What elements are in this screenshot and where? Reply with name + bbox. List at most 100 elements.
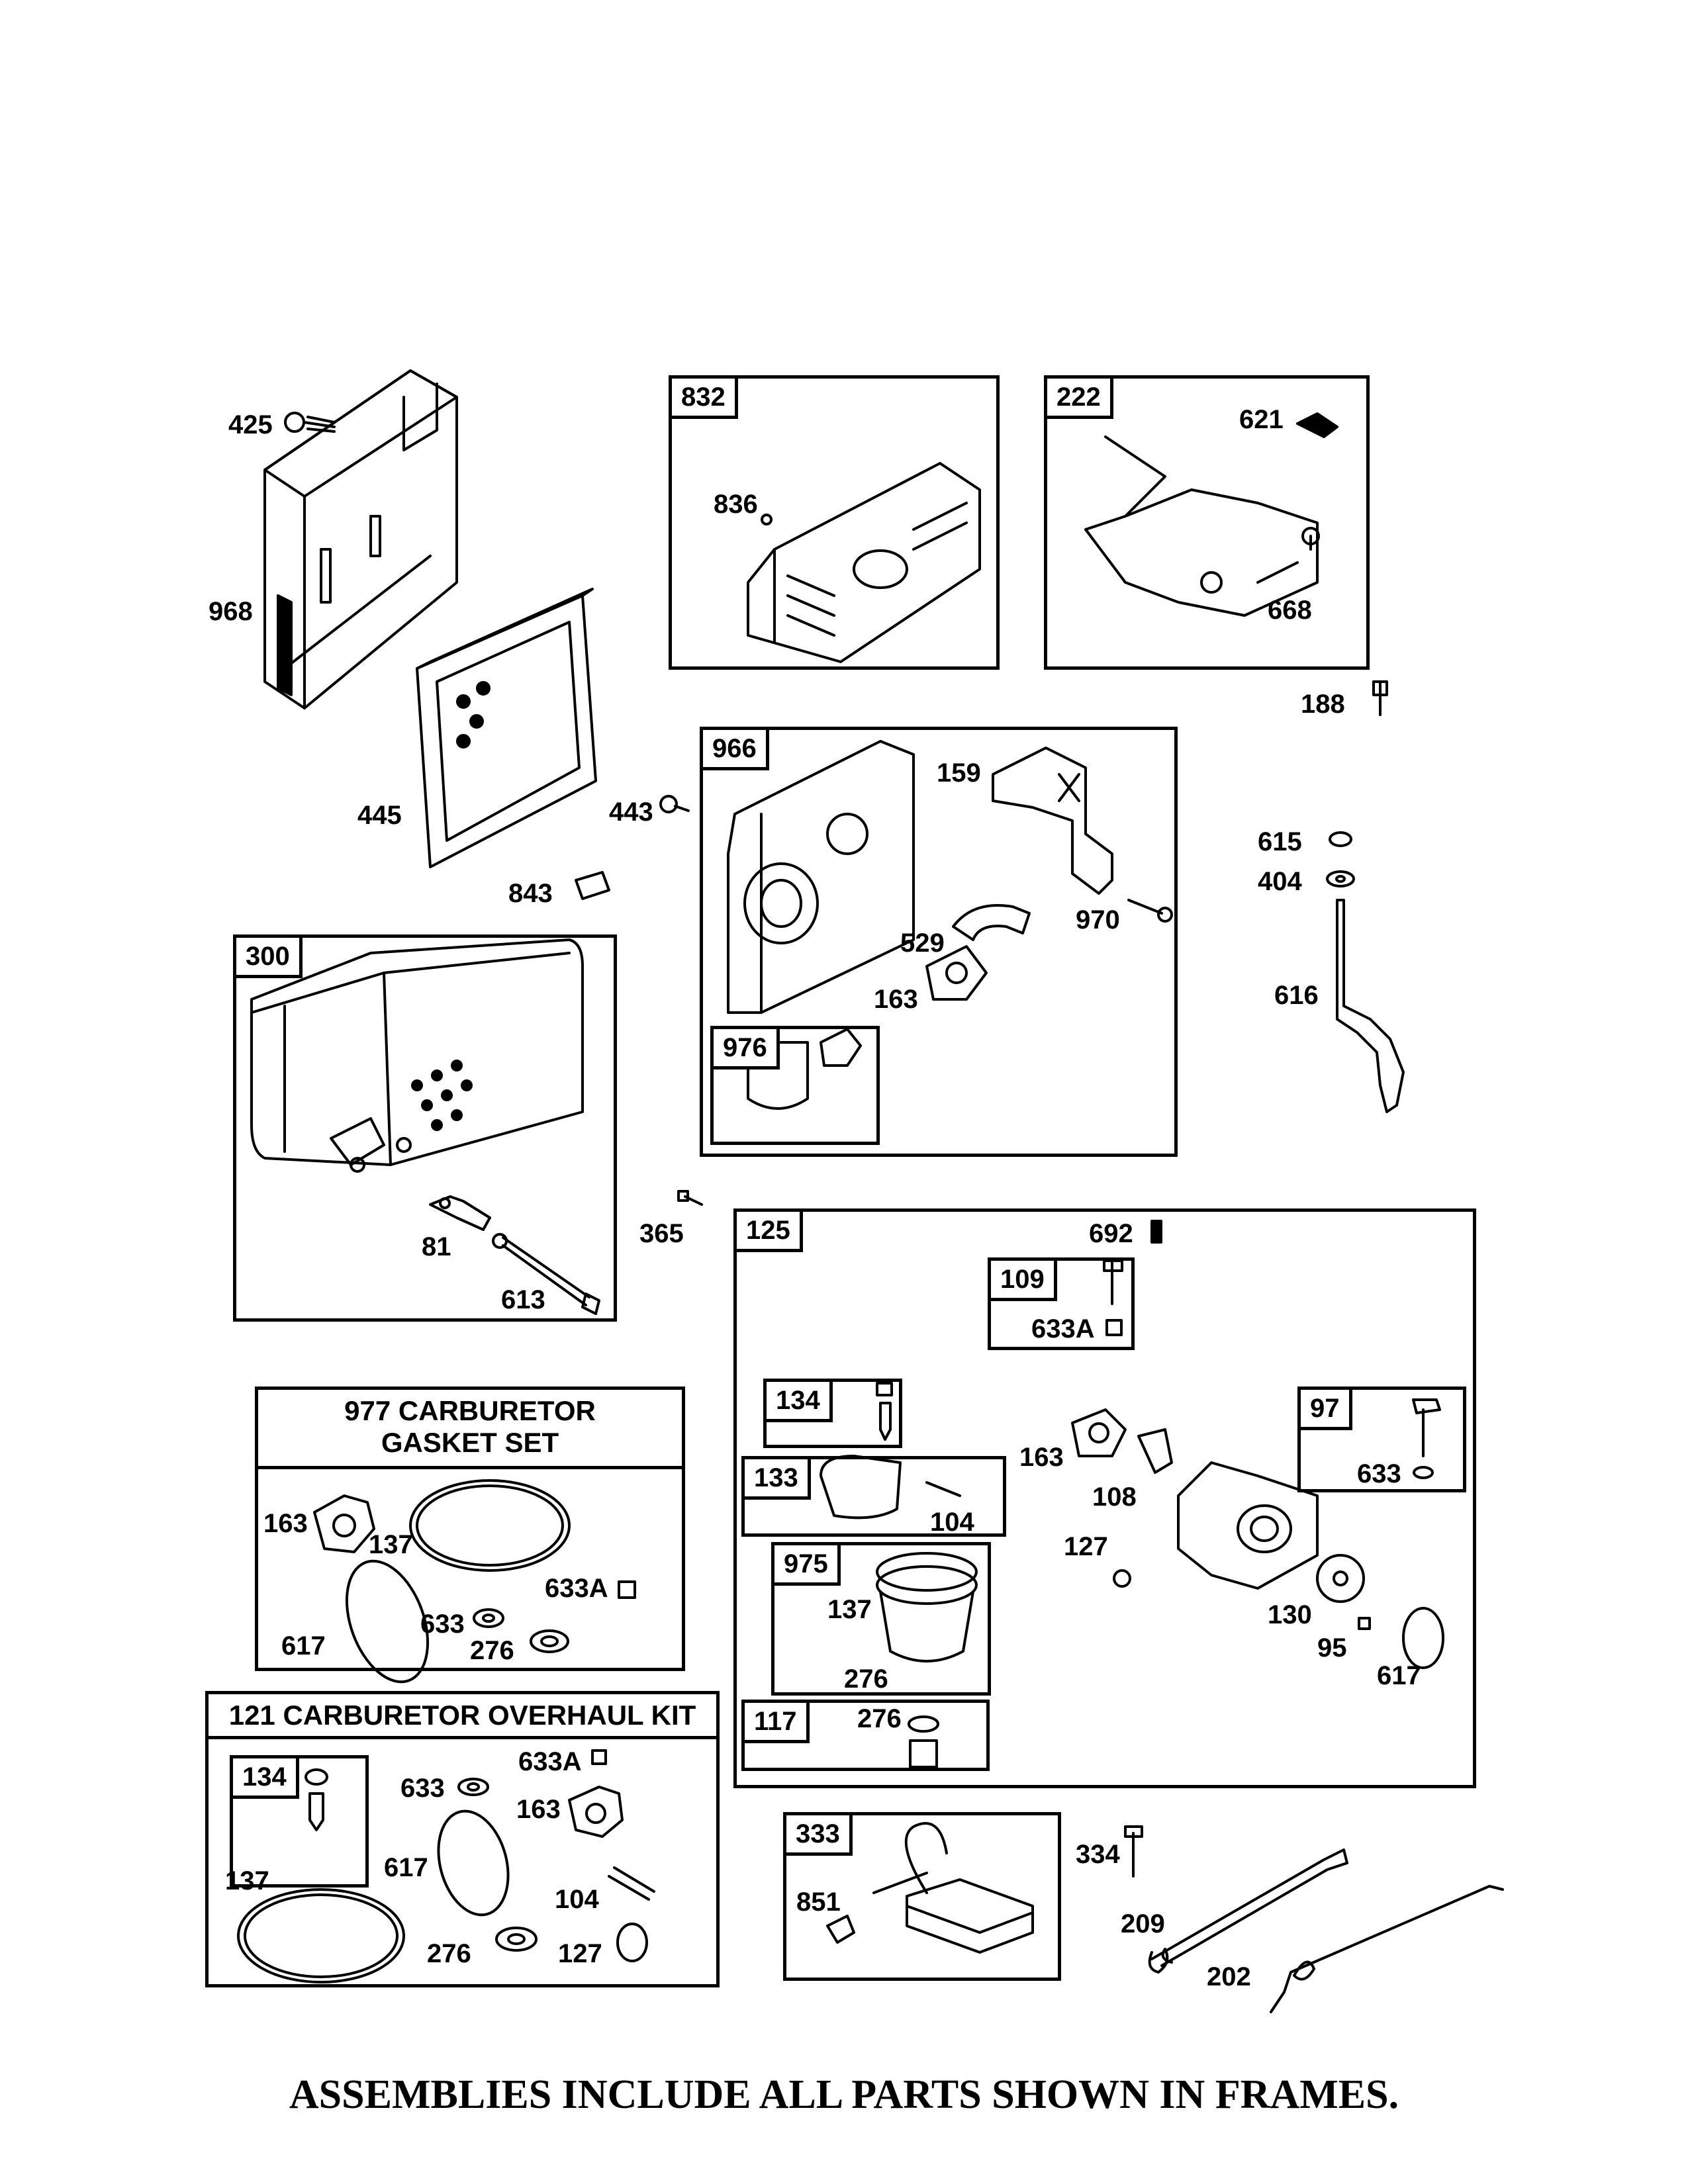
- label-613: 613: [501, 1285, 545, 1314]
- frame-134-carburetor: 134: [763, 1379, 902, 1448]
- frame-222: 222: [1044, 375, 1370, 670]
- label-159: 159: [937, 758, 981, 788]
- footer-note: ASSEMBLIES INCLUDE ALL PARTS SHOWN IN FR…: [289, 2072, 1399, 2117]
- label-633-97: 633: [1357, 1459, 1401, 1488]
- screw-365-drawing: [677, 1190, 703, 1206]
- label-836: 836: [714, 490, 758, 519]
- part-97-drawing: [1412, 1398, 1441, 1479]
- frame-tag-333: 333: [786, 1815, 853, 1856]
- frame-975: 975: [771, 1542, 991, 1696]
- label-970: 970: [1076, 905, 1120, 934]
- frame-tag-300: 300: [236, 938, 303, 978]
- elbow-529-drawing: [952, 904, 1031, 941]
- label-633a-109: 633A: [1031, 1314, 1095, 1343]
- label-81: 81: [422, 1232, 451, 1261]
- bracket-832-drawing: [747, 462, 981, 663]
- screw-425-drawing: [284, 412, 336, 433]
- label-95: 95: [1317, 1633, 1347, 1662]
- frame-tag-832: 832: [672, 379, 738, 419]
- kit-121-overhaul-kit: 121 CARBURETOR OVERHAUL KIT 134: [205, 1691, 720, 1987]
- label-529: 529: [900, 929, 945, 958]
- kit-977-gasket-set: 977 CARBURETOR GASKET SET: [255, 1387, 685, 1671]
- ignition-333-drawing: [826, 1822, 1034, 1954]
- label-617-121: 617: [384, 1853, 428, 1882]
- frame-tag-966: 966: [703, 730, 769, 770]
- frame-tag-134-kit: 134: [233, 1758, 299, 1799]
- frame-97: 97: [1297, 1387, 1466, 1492]
- float-133-drawing: [820, 1455, 961, 1520]
- label-404: 404: [1258, 867, 1302, 896]
- part-117-drawing: [908, 1715, 939, 1768]
- frame-tag-117: 117: [745, 1703, 810, 1743]
- frame-125: 125: [733, 1208, 1476, 1788]
- screw-188-drawing: [1372, 680, 1388, 716]
- label-633a-977: 633A: [545, 1574, 608, 1603]
- frame-832: 832: [669, 375, 1000, 670]
- frame-tag-125: 125: [737, 1212, 803, 1252]
- label-127-carb: 127: [1064, 1532, 1108, 1561]
- frame-117: 117: [741, 1700, 990, 1771]
- frame-966: 966: [700, 727, 1178, 1157]
- label-163-carb: 163: [1019, 1443, 1064, 1472]
- key-843-drawing: [575, 871, 610, 900]
- muffler-hardware-drawing: [429, 1195, 600, 1315]
- label-615: 615: [1258, 827, 1302, 856]
- springs-drawing: [1148, 1848, 1504, 2013]
- label-276-975: 276: [844, 1664, 888, 1694]
- frame-tag-975: 975: [774, 1545, 841, 1586]
- label-365: 365: [639, 1219, 684, 1248]
- frame-976: 976: [710, 1026, 880, 1145]
- label-425: 425: [228, 410, 273, 439]
- kit-121-title: 121 CARBURETOR OVERHAUL KIT: [209, 1694, 716, 1739]
- screw-443-drawing: [659, 795, 690, 813]
- label-616: 616: [1274, 981, 1319, 1010]
- label-692: 692: [1089, 1219, 1133, 1248]
- blower-housing-966-drawing: [727, 740, 915, 1014]
- label-668: 668: [1268, 596, 1312, 625]
- label-188: 188: [1301, 690, 1345, 719]
- carb-screw-109-drawing: [1103, 1259, 1123, 1336]
- label-202: 202: [1207, 1962, 1251, 1991]
- label-163-housing: 163: [874, 985, 918, 1014]
- air-filter-drawing: [416, 588, 597, 868]
- label-621: 621: [1239, 405, 1284, 434]
- label-617-977: 617: [281, 1631, 326, 1661]
- label-108: 108: [1092, 1482, 1137, 1512]
- muffler-300-drawing: [250, 938, 584, 1173]
- label-163-121: 163: [516, 1795, 561, 1824]
- label-843: 843: [508, 879, 553, 908]
- label-127-121: 127: [558, 1939, 602, 1968]
- label-137-975: 137: [827, 1595, 872, 1624]
- label-276-117: 276: [857, 1704, 902, 1733]
- frame-tag-109: 109: [991, 1261, 1057, 1301]
- control-bracket-222-drawing: [1084, 412, 1338, 617]
- frame-109: 109: [988, 1257, 1135, 1350]
- overhaul-kit-121-drawing: [237, 1749, 655, 1983]
- label-334: 334: [1076, 1840, 1120, 1869]
- label-137-977: 137: [369, 1530, 413, 1559]
- label-104-133: 104: [930, 1508, 974, 1537]
- label-276-977: 276: [470, 1636, 514, 1665]
- label-968: 968: [209, 597, 253, 626]
- frame-tag-134-carburetor: 134: [767, 1382, 833, 1422]
- label-209: 209: [1121, 1909, 1165, 1938]
- label-851: 851: [796, 1888, 841, 1917]
- label-104-121: 104: [555, 1885, 599, 1914]
- frame-tag-222: 222: [1047, 379, 1113, 419]
- governor-parts-drawing: [1326, 831, 1405, 1113]
- label-137-121: 137: [225, 1866, 269, 1895]
- gasket-kit-977-drawing: [313, 1479, 636, 1684]
- carburetor-body-drawing: [1071, 1408, 1444, 1669]
- frame-134-kit: 134: [230, 1755, 369, 1888]
- label-276-121: 276: [427, 1939, 471, 1968]
- screw-970-drawing: [1127, 899, 1173, 923]
- label-633a-121: 633A: [518, 1747, 582, 1776]
- air-cleaner-base-drawing: [263, 369, 458, 709]
- label-163-977: 163: [263, 1509, 308, 1538]
- bowl-975-drawing: [876, 1552, 978, 1662]
- frame-tag-97: 97: [1301, 1390, 1352, 1430]
- frame-tag-976: 976: [714, 1029, 780, 1069]
- label-130: 130: [1268, 1600, 1312, 1629]
- frame-300: 300: [233, 934, 617, 1322]
- bracket-159-drawing: [992, 747, 1113, 895]
